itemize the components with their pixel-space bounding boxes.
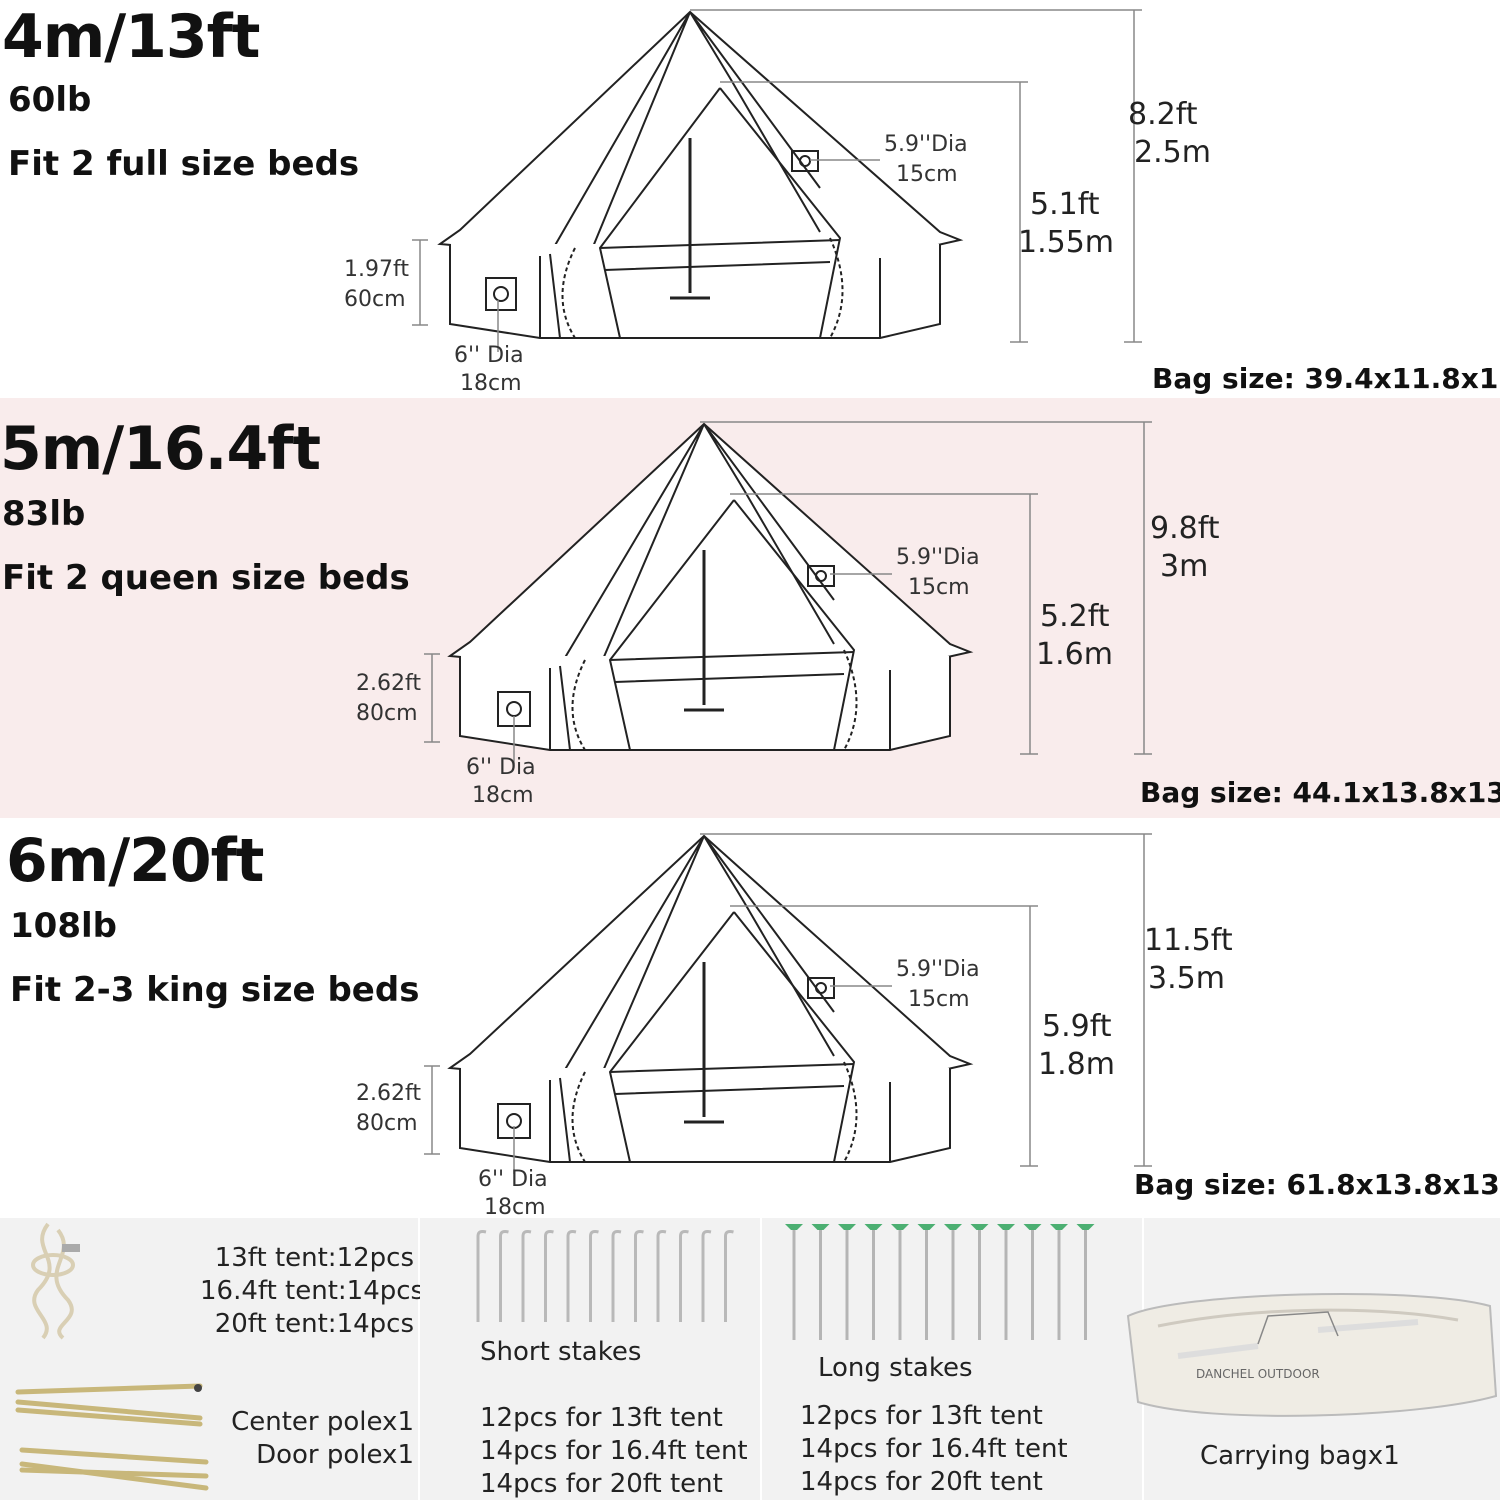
- long-stake-cap: [1050, 1224, 1068, 1230]
- vent-dia: 5.9''Dia: [884, 132, 968, 157]
- long-stakes-16ft: 14pcs for 16.4ft tent: [800, 1434, 1068, 1464]
- vent-cm: 15cm: [896, 162, 958, 187]
- vent-cm: 15cm: [908, 575, 970, 600]
- wall-height-ft: 2.62ft: [356, 671, 421, 696]
- bag-size: Bag size: 61.8x13.8x13.8'': [1134, 1168, 1500, 1201]
- stove-jack-cm: 18cm: [484, 1195, 546, 1220]
- long-stakes-20ft: 14pcs for 20ft tent: [800, 1467, 1043, 1497]
- tent-bed-fit: Fit 2 queen size beds: [2, 558, 410, 598]
- short-stakes-icon: [476, 1230, 734, 1322]
- long-stakes-13ft: 12pcs for 13ft tent: [800, 1401, 1043, 1431]
- total-height-m: 3m: [1160, 549, 1209, 584]
- door-pole-label: Door polex1: [256, 1440, 414, 1470]
- long-stake-cap: [997, 1224, 1015, 1230]
- short-stake: [724, 1230, 734, 1322]
- short-stake: [701, 1230, 712, 1322]
- tent-weight: 83lb: [2, 494, 86, 534]
- short-stakes-20ft: 14pcs for 20ft tent: [480, 1469, 723, 1499]
- short-stake: [544, 1230, 554, 1322]
- tent-bed-fit: Fit 2 full size beds: [8, 144, 360, 184]
- stove-jack-dia: 6'' Dia: [466, 755, 536, 780]
- wall-height-ft: 2.62ft: [356, 1081, 421, 1106]
- long-stake-cap: [970, 1224, 989, 1230]
- long-stake-cap: [785, 1224, 803, 1230]
- short-stakes-label: Short stakes: [480, 1337, 642, 1367]
- door-height-m: 1.6m: [1036, 637, 1113, 672]
- long-stake-cap: [811, 1224, 830, 1230]
- long-stake-cap: [838, 1224, 856, 1230]
- tent-diagram-4m: [437, 10, 964, 339]
- tent-diagram-5m: [447, 422, 974, 751]
- carrying-bag-label: Carrying bagx1: [1200, 1441, 1400, 1471]
- rope-icon: [31, 1222, 80, 1340]
- door-height-ft: 5.1ft: [1030, 187, 1100, 222]
- bag-size: Bag size: 39.4x11.8x11.8'': [1152, 362, 1500, 395]
- rope-count-13ft: 13ft tent:12pcs: [214, 1243, 414, 1273]
- pole-icon: [15, 1383, 209, 1491]
- long-stake-cap: [891, 1224, 909, 1230]
- door-height-m: 1.55m: [1018, 225, 1115, 260]
- total-height-ft: 8.2ft: [1128, 97, 1198, 132]
- tent-bed-fit: Fit 2-3 king size beds: [10, 970, 420, 1010]
- wall-height-cm: 80cm: [356, 1111, 418, 1136]
- bag-brand-text: DANCHEL OUTDOOR: [1196, 1367, 1320, 1381]
- stove-jack-dia: 6'' Dia: [454, 343, 524, 368]
- short-stake: [566, 1230, 577, 1322]
- total-height-m: 2.5m: [1134, 135, 1211, 170]
- short-stake: [656, 1230, 667, 1322]
- short-stake: [521, 1230, 532, 1322]
- wall-height-cm: 80cm: [356, 701, 418, 726]
- tent-size-title: 6m/20ft: [6, 826, 264, 896]
- tent-diagram-6m: [447, 834, 974, 1163]
- tent-size-title: 4m/13ft: [2, 2, 260, 72]
- short-stake: [499, 1230, 509, 1322]
- door-height-ft: 5.9ft: [1042, 1009, 1112, 1044]
- dimension-lines-6m: [424, 833, 1152, 1174]
- short-stake: [589, 1230, 599, 1322]
- long-stakes-label: Long stakes: [818, 1353, 973, 1383]
- short-stakes-16ft: 14pcs for 16.4ft tent: [480, 1436, 748, 1466]
- center-pole-label: Center polex1: [231, 1407, 414, 1437]
- vent-dia: 5.9''Dia: [896, 957, 980, 982]
- tent-weight: 108lb: [10, 906, 117, 946]
- tent-weight: 60lb: [8, 80, 92, 120]
- wall-height-cm: 60cm: [344, 287, 406, 312]
- long-stakes-icon: [785, 1224, 1095, 1340]
- rope-count-20ft: 20ft tent:14pcs: [214, 1309, 414, 1339]
- short-stakes-13ft: 12pcs for 13ft tent: [480, 1403, 723, 1433]
- short-stake: [634, 1230, 644, 1322]
- stove-jack-cm: 18cm: [472, 783, 534, 808]
- dimension-lines-5m: [424, 421, 1152, 764]
- long-stake-cap: [1023, 1224, 1042, 1230]
- total-height-m: 3.5m: [1148, 961, 1225, 996]
- vent-cm: 15cm: [908, 987, 970, 1012]
- dimension-lines-4m: [412, 9, 1142, 352]
- vent-dia: 5.9''Dia: [896, 545, 980, 570]
- long-stake-cap: [1076, 1224, 1095, 1230]
- total-height-ft: 9.8ft: [1150, 511, 1220, 546]
- stove-jack-cm: 18cm: [460, 371, 522, 396]
- bag-size: Bag size: 44.1x13.8x13.8'': [1140, 776, 1500, 809]
- tent-size-title: 5m/16.4ft: [0, 414, 321, 484]
- short-stake: [679, 1230, 689, 1322]
- carrying-bag-icon: DANCHEL OUTDOOR: [1126, 1292, 1498, 1417]
- stove-jack-dia: 6'' Dia: [478, 1167, 548, 1192]
- short-stake: [476, 1230, 487, 1322]
- wall-height-ft: 1.97ft: [344, 257, 409, 282]
- door-height-ft: 5.2ft: [1040, 599, 1110, 634]
- door-height-m: 1.8m: [1038, 1047, 1115, 1082]
- rope-count-16ft: 16.4ft tent:14pcs: [200, 1276, 425, 1306]
- short-stake: [611, 1230, 622, 1322]
- total-height-ft: 11.5ft: [1144, 923, 1233, 958]
- long-stake-cap: [944, 1224, 962, 1230]
- long-stake-cap: [917, 1224, 936, 1230]
- long-stake-cap: [864, 1224, 883, 1230]
